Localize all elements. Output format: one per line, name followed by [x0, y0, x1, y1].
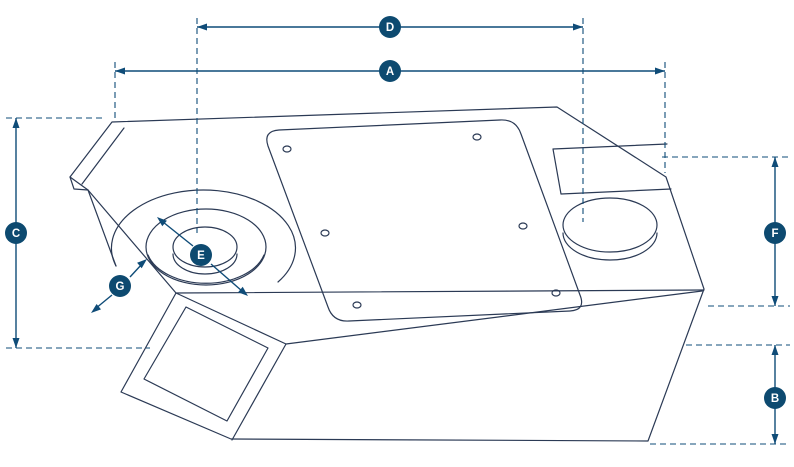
dimension-g-arrow-upper [137, 259, 147, 269]
plate-screw-hole [472, 133, 482, 141]
dimension-f: F [764, 157, 786, 306]
dimension-c-badge [5, 222, 27, 244]
dimension-d-badge [379, 16, 401, 38]
dimension-d-arrow-right [573, 23, 583, 31]
plate-screw-hole [282, 145, 292, 153]
dimension-a-arrow-right [655, 67, 665, 75]
boss-bore [172, 226, 238, 268]
right-counterbore-hole [562, 197, 658, 253]
dimension-e-badge [190, 244, 212, 266]
boss-bore-depth-arc [172, 253, 238, 275]
left-flange-edges [69, 127, 125, 191]
extension-lines [6, 18, 790, 445]
dimension-b: B [764, 345, 786, 444]
dimension-b-label: B [771, 393, 779, 405]
dimension-d: D [197, 16, 583, 38]
dimension-e-label: E [197, 250, 205, 262]
plate-screw-hole [352, 301, 362, 309]
dimension-e: E [157, 217, 248, 296]
pocket-rim-arc [110, 189, 297, 283]
dimension-e-arrow-upper [157, 217, 167, 227]
dimension-c-arrow-top [12, 118, 20, 128]
dimension-a-arrow-left [115, 67, 125, 75]
dimension-d-label: D [386, 22, 394, 34]
mounting-plate [266, 119, 583, 322]
dimension-c-label: C [12, 228, 20, 240]
part-outline [69, 106, 705, 442]
pocket-wall-edge [87, 189, 117, 267]
dimension-g: G [91, 259, 147, 313]
top-face-front-edge [175, 289, 705, 294]
dimension-a: A [115, 60, 665, 82]
plate-screw-hole [320, 229, 330, 237]
dimension-e-leader-lower [210, 263, 243, 292]
dimension-e-arrow-lower [238, 286, 248, 296]
chute-outer-edges [175, 292, 287, 441]
dimension-b-arrow-bottom [771, 434, 779, 444]
boss-outer-depth-arc [147, 254, 265, 284]
dimension-f-label: F [771, 228, 778, 240]
dimension-c: C [5, 118, 27, 348]
dimension-b-arrow-top [771, 345, 779, 355]
boss-outer-ring [145, 208, 267, 286]
dimension-a-label: A [386, 66, 394, 78]
dimension-d-arrow-left [197, 23, 207, 31]
plate-screw-hole [551, 289, 561, 297]
plate-screw-holes [282, 133, 561, 309]
right-notch-edges [552, 143, 672, 195]
chute-opening [143, 306, 269, 422]
dimension-b-badge [764, 387, 786, 409]
dimension-g-label: G [116, 281, 125, 293]
dimension-e-leader-upper [162, 221, 194, 247]
dimension-f-arrow-bottom [771, 296, 779, 306]
dimension-f-badge [764, 222, 786, 244]
dimension-f-arrow-top [771, 157, 779, 167]
dimension-a-badge [379, 60, 401, 82]
dimension-g-badge [109, 275, 131, 297]
skirt-top-edge [285, 290, 703, 345]
part [69, 106, 705, 442]
plate-screw-hole [518, 222, 528, 230]
right-counterbore-depth-arc [562, 232, 658, 261]
dimension-g-arrow-lower [91, 304, 101, 313]
dimension-c-arrow-bottom [12, 338, 20, 348]
